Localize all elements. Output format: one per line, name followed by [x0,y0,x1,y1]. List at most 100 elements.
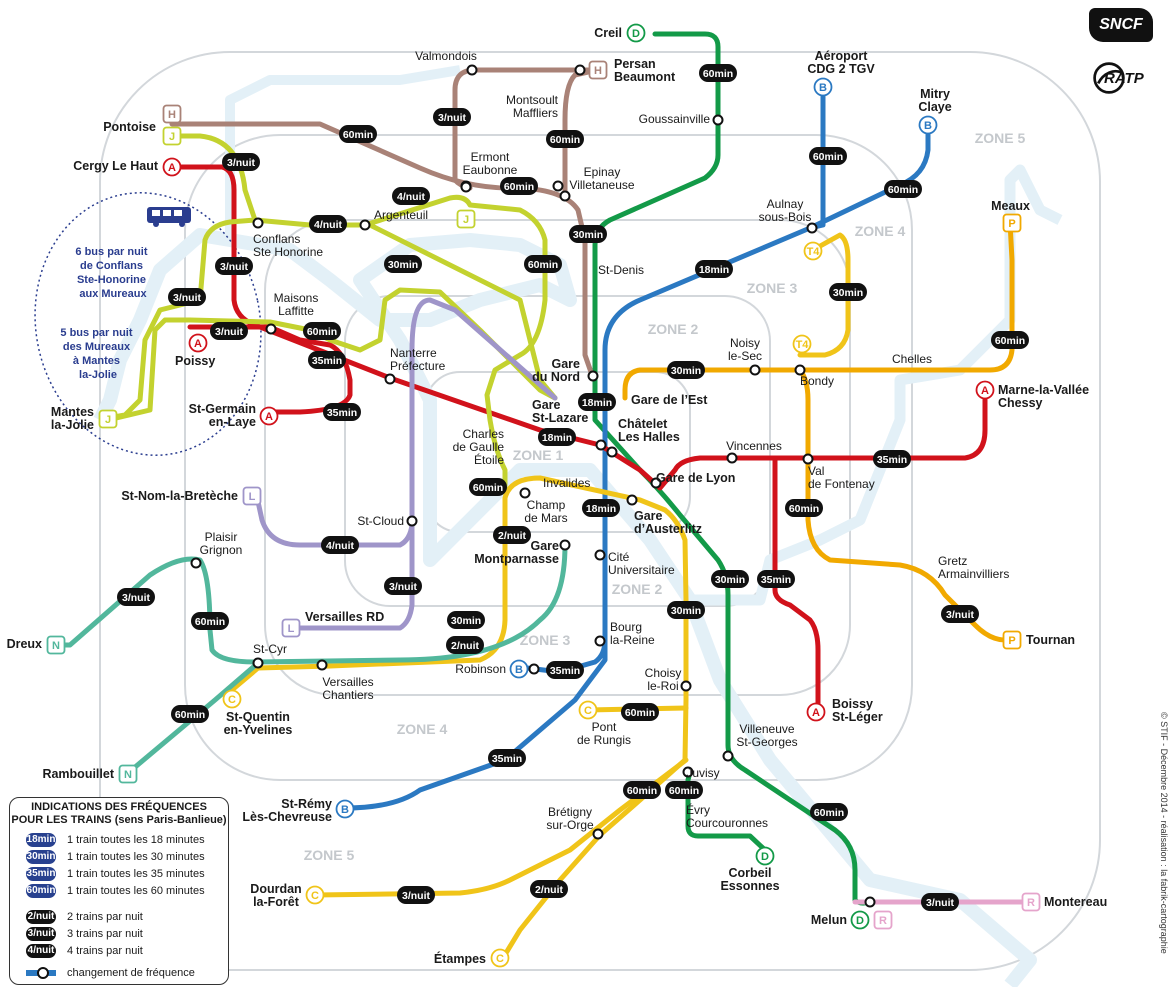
night-train-count-badge: 60min [469,478,507,496]
zone-label: ZONE 3 [747,280,798,296]
night-train-count-badge: 60min [546,130,584,148]
line-a-marker: A [259,406,279,426]
station-label-garedelyon: Gare de Lyon [656,471,735,485]
station-dot [595,439,607,451]
night-train-count-badge: 60min [524,255,562,273]
svg-text:N: N [52,640,60,652]
night-train-count-badge: 35min [757,570,795,588]
station-label-etampes: Étampes [434,951,486,966]
station-dot [559,190,571,202]
night-train-count-badge: 35min [488,749,526,767]
badge-label: 60min [627,785,657,797]
line-j-marker: J [98,409,118,429]
svg-text:P: P [1008,218,1015,230]
station-dot [592,828,604,840]
line-a-marker: A [162,157,182,177]
badge-label: 60min [995,335,1025,347]
station-dot [190,557,202,569]
station-dot [384,373,396,385]
badge-label: 30min [388,259,418,271]
line-b-marker: B [509,659,529,679]
legend-text: 1 train toutes les 35 minutes [67,868,205,880]
station-dot [794,364,806,376]
bus-note-1-l4: aux Mureaux [79,288,147,300]
legend-badge: 60min [26,884,56,898]
station-label-poissy: Poissy [175,354,215,368]
badge-label: 60min [789,503,819,515]
station-dot [252,657,264,669]
badge-label: 30min [671,365,701,377]
line-b-marker: B [813,77,833,97]
svg-text:C: C [584,705,592,717]
badge-label: 35min [312,355,342,367]
badge-label: 3/nuit [389,581,418,593]
night-train-count-badge: 60min [171,705,209,723]
line-b-marker: B [335,799,355,819]
legend-text: 4 trains par nuit [67,945,143,957]
zone-label: ZONE 5 [975,130,1026,146]
line-d-segment [685,769,768,853]
station-dot [749,364,761,376]
station-label-stcloud: St-Cloud [357,514,404,528]
night-train-count-badge: 3/nuit [921,893,959,911]
line-j-marker: J [162,126,182,146]
badge-label: 60min [528,259,558,271]
ratp-logo-text: RATP [1104,70,1144,87]
svg-text:T4: T4 [807,246,821,258]
marne-river [690,164,1063,606]
night-train-count-badge: 30min [447,611,485,629]
badge-label: 60min [195,616,225,628]
line-h-marker: H [162,104,182,124]
station-dot [680,680,692,692]
badge-label: 35min [492,753,522,765]
badge-label: 2/nuit [535,884,564,896]
badge-label: 2/nuit [451,640,480,652]
station-label-stdenis: St-Denis [598,263,644,277]
frequency-change-icon [26,967,56,979]
badge-label: 60min [669,785,699,797]
frequency-badges: 60min60min3/nuit60min60min3/nuit4/nuit4/… [117,64,1029,911]
line-c-marker: C [490,948,510,968]
station-label-bondy: Bondy [800,374,834,388]
night-train-count-badge: 60min [699,64,737,82]
legend-text: 2 trains par nuit [67,911,143,923]
station-dot [712,114,724,126]
zone-label: ZONE 5 [304,847,355,863]
night-train-count-badge: 60min [339,125,377,143]
line-j-segment [105,217,258,421]
badge-label: 60min [888,184,918,196]
station-dot [587,370,599,382]
night-train-count-badge: 18min [578,393,616,411]
badge-label: 18min [586,503,616,515]
night-train-count-badge: 30min [667,601,705,619]
bus-note-2-l2: des Mureaux [63,341,131,353]
ratp-logo-icon [1093,62,1125,94]
zone-label: ZONE 1 [513,447,564,463]
zone-label: ZONE 4 [397,721,448,737]
line-d-marker: D [755,846,775,866]
svg-text:T4: T4 [796,339,810,351]
svg-text:C: C [311,890,319,902]
night-train-count-badge: 60min [623,781,661,799]
line-a-marker: A [806,702,826,722]
night-train-count-badge: 30min [829,283,867,301]
station-label-vincennes: Vincennes [726,439,782,453]
badge-label: 3/nuit [122,592,151,604]
night-train-count-badge: 3/nuit [222,153,260,171]
badge-label: 35min [327,407,357,419]
zone-label: ZONE 2 [648,321,699,337]
legend-badge: 4/nuit [26,944,56,958]
line-n-marker: N [46,635,66,655]
badge-label: 35min [877,454,907,466]
station-label-tournan: Tournan [1026,633,1075,647]
line-j-marker: J [456,209,476,229]
station-label-robinson: Robinson [455,662,506,676]
